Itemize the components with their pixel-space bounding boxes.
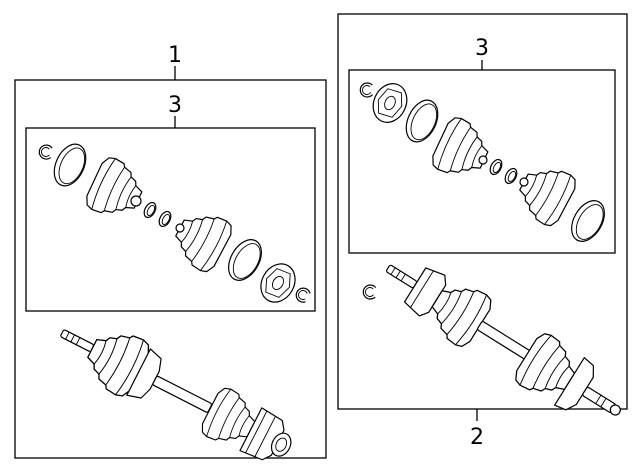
right-assembly-frame	[337, 13, 628, 410]
boot-clamp-large	[564, 194, 612, 248]
boot-end	[175, 223, 185, 233]
boot-clamp-small	[487, 156, 505, 178]
inner-boot	[428, 113, 497, 186]
boot-end	[519, 177, 529, 187]
left-kit-parts	[36, 138, 313, 309]
boot-clamp-small	[156, 208, 174, 230]
boot-end	[478, 155, 488, 165]
callout-3-right: 3	[475, 36, 489, 61]
boot-clamp-small	[502, 165, 520, 187]
outer-boot	[82, 153, 151, 226]
callout-3-left: 3	[168, 93, 182, 118]
right-kit-parts	[358, 77, 612, 248]
outer-boot	[510, 156, 581, 230]
snap-ring	[292, 284, 313, 305]
snap-ring	[36, 142, 55, 162]
boot-clamp-large	[221, 233, 269, 287]
boot-clamp-large	[47, 138, 93, 192]
boot-clamp-small	[141, 199, 159, 221]
left-assembly: 1 3	[14, 43, 327, 461]
tripod-joint-ring	[253, 257, 303, 309]
right-assembly: 2 3	[337, 13, 628, 450]
tripod-joint-ring	[366, 77, 414, 129]
inner-boot	[166, 202, 237, 276]
left-kit-frame	[25, 127, 316, 312]
boot-end	[130, 195, 142, 207]
right-axle-shaft	[386, 264, 621, 416]
callout-2: 2	[470, 425, 484, 450]
left-axle-shaft	[60, 320, 292, 461]
snap-ring	[361, 282, 379, 301]
snap-ring	[358, 81, 375, 99]
callout-1: 1	[168, 43, 182, 68]
left-assembly-frame	[14, 79, 327, 459]
